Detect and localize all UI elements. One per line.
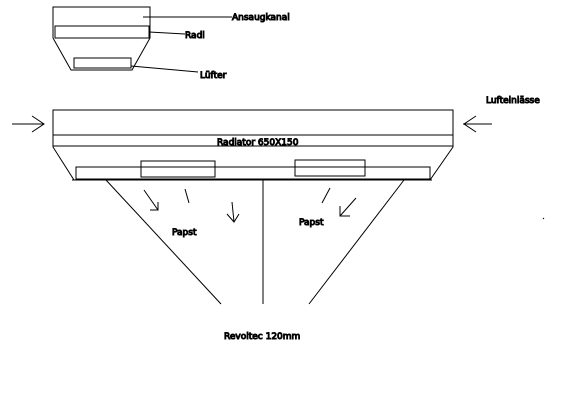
airflow-arrow-5 [339, 197, 357, 217]
inset-intake-duct [52, 6, 151, 71]
inset-fan-leader [130, 65, 199, 73]
inlet-arrow-right [463, 115, 492, 133]
papst-fan-right-label: Papst [299, 218, 324, 228]
airflow-arrow-2 [184, 188, 190, 204]
fan-tray [75, 166, 431, 180]
inset-radiator-label: Radi [185, 31, 205, 41]
bottom-fan-label: Revoltec 120mm [224, 332, 300, 342]
main-diagram: Radiator 650X150 Lufteinlässe Papst Paps… [12, 96, 545, 343]
airflow-arrow-1 [143, 189, 159, 211]
airflow-arrow-4 [321, 187, 331, 204]
inset-fan [73, 57, 132, 69]
inset-intake-label: Ansaugkanal [232, 13, 290, 23]
air-inlets-label: Lufteinlässe [486, 96, 540, 106]
inset-diagram: Ansaugkanal Radi Lüfter [52, 6, 290, 82]
inset-radiator-leader [148, 31, 186, 35]
radiator-label: Radiator 650X150 [217, 138, 299, 148]
papst-fan-right [294, 159, 366, 177]
papst-fan-left [140, 160, 216, 178]
inset-fan-label: Lüfter [200, 71, 227, 81]
stray-mark [542, 217, 545, 220]
inset-radiator [54, 25, 150, 39]
airflow-cone-right [308, 179, 405, 305]
airflow-cone-left [105, 179, 222, 305]
inlet-arrow-left [12, 115, 45, 133]
radiator [52, 134, 454, 147]
airflow-arrow-3 [226, 201, 240, 223]
papst-fan-left-label: Papst [172, 228, 197, 238]
